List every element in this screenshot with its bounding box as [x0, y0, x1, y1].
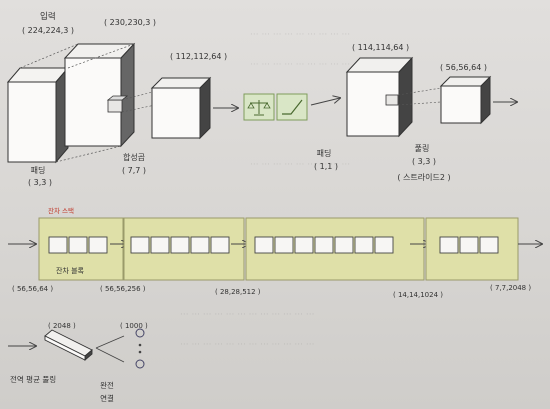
bleed-through-text: ··· ··· ··· ··· ··· ··· ··· ··· ··· — [250, 60, 351, 70]
input-block — [6, 66, 70, 164]
padded-block — [63, 42, 136, 148]
conv-output-block — [150, 76, 212, 140]
padded-dims: ( 230,230,3 ) — [104, 18, 157, 27]
residual-stack-4 — [425, 217, 519, 281]
global-avg-pool-bar — [44, 329, 93, 361]
stage-shape-2: ( 56,56,256 ) — [100, 285, 146, 293]
input-dims: ( 224,224,3 ) — [22, 26, 75, 35]
conv-value: ( 7,7 ) — [121, 166, 147, 175]
conv-label: 합성곱 — [122, 153, 146, 162]
fc-label-line1: 완전 — [100, 381, 114, 390]
stage-shape-5: ( 7,7,2048 ) — [490, 284, 532, 292]
bleed-through-text: ··· ··· ··· ··· ··· ··· ··· ··· ··· ··· … — [180, 310, 315, 320]
padding2-value: ( 1,1 ) — [313, 162, 339, 171]
batch-norm-icon — [243, 93, 275, 121]
pool-value: ( 3,3 ) — [411, 157, 437, 166]
bleed-through-text: ··· ··· ··· ··· ··· ··· ··· ··· ··· — [250, 160, 351, 170]
residual-block-label: 잔차 블록 — [56, 267, 84, 275]
pool-output-block — [439, 75, 492, 125]
fc-output-nodes — [135, 328, 145, 369]
conv-output-dims: ( 112,112,64 ) — [170, 52, 228, 61]
pad2-dims: ( 114,114,64 ) — [352, 43, 410, 52]
input-title: 입력 — [40, 12, 56, 22]
stage-shape-4: ( 14,14,1024 ) — [393, 291, 443, 299]
padding2-label: 패딩 — [316, 149, 332, 158]
fc-dims: ( 1000 ) — [120, 322, 148, 330]
residual-stack-1 — [38, 217, 124, 281]
pool-kernel — [385, 87, 442, 106]
stage-shape-1: ( 56,56,64 ) — [12, 285, 54, 293]
pool-output-dims: ( 56,56,64 ) — [440, 63, 487, 72]
gap-label: 전역 평균 풀링 — [10, 375, 57, 384]
residual-stack-label: 잔차 스택 — [48, 207, 74, 215]
arrow — [310, 98, 340, 106]
residual-stack-3 — [245, 217, 425, 281]
bleed-through-text: ··· ··· ··· ··· ··· ··· ··· ··· ··· — [250, 30, 351, 40]
residual-stack-2 — [123, 217, 245, 281]
pool-stride: ( 스트라이드2 ) — [397, 173, 451, 182]
padding1-label: 패딩 — [30, 166, 46, 175]
relu-icon — [276, 93, 308, 121]
pool-label: 풀링 — [414, 144, 430, 153]
gap-dims: ( 2048 ) — [48, 322, 76, 330]
fc-fanout — [95, 335, 125, 363]
bleed-through-text: ··· ··· ··· ··· ··· ··· ··· ··· ··· ··· … — [180, 340, 315, 350]
padded-block-2 — [345, 56, 414, 138]
padding-guides — [19, 43, 135, 163]
fc-label-line2: 연결 — [100, 394, 114, 403]
stage-shape-3: ( 28,28,512 ) — [215, 288, 261, 296]
padding1-value: ( 3,3 ) — [27, 178, 53, 187]
